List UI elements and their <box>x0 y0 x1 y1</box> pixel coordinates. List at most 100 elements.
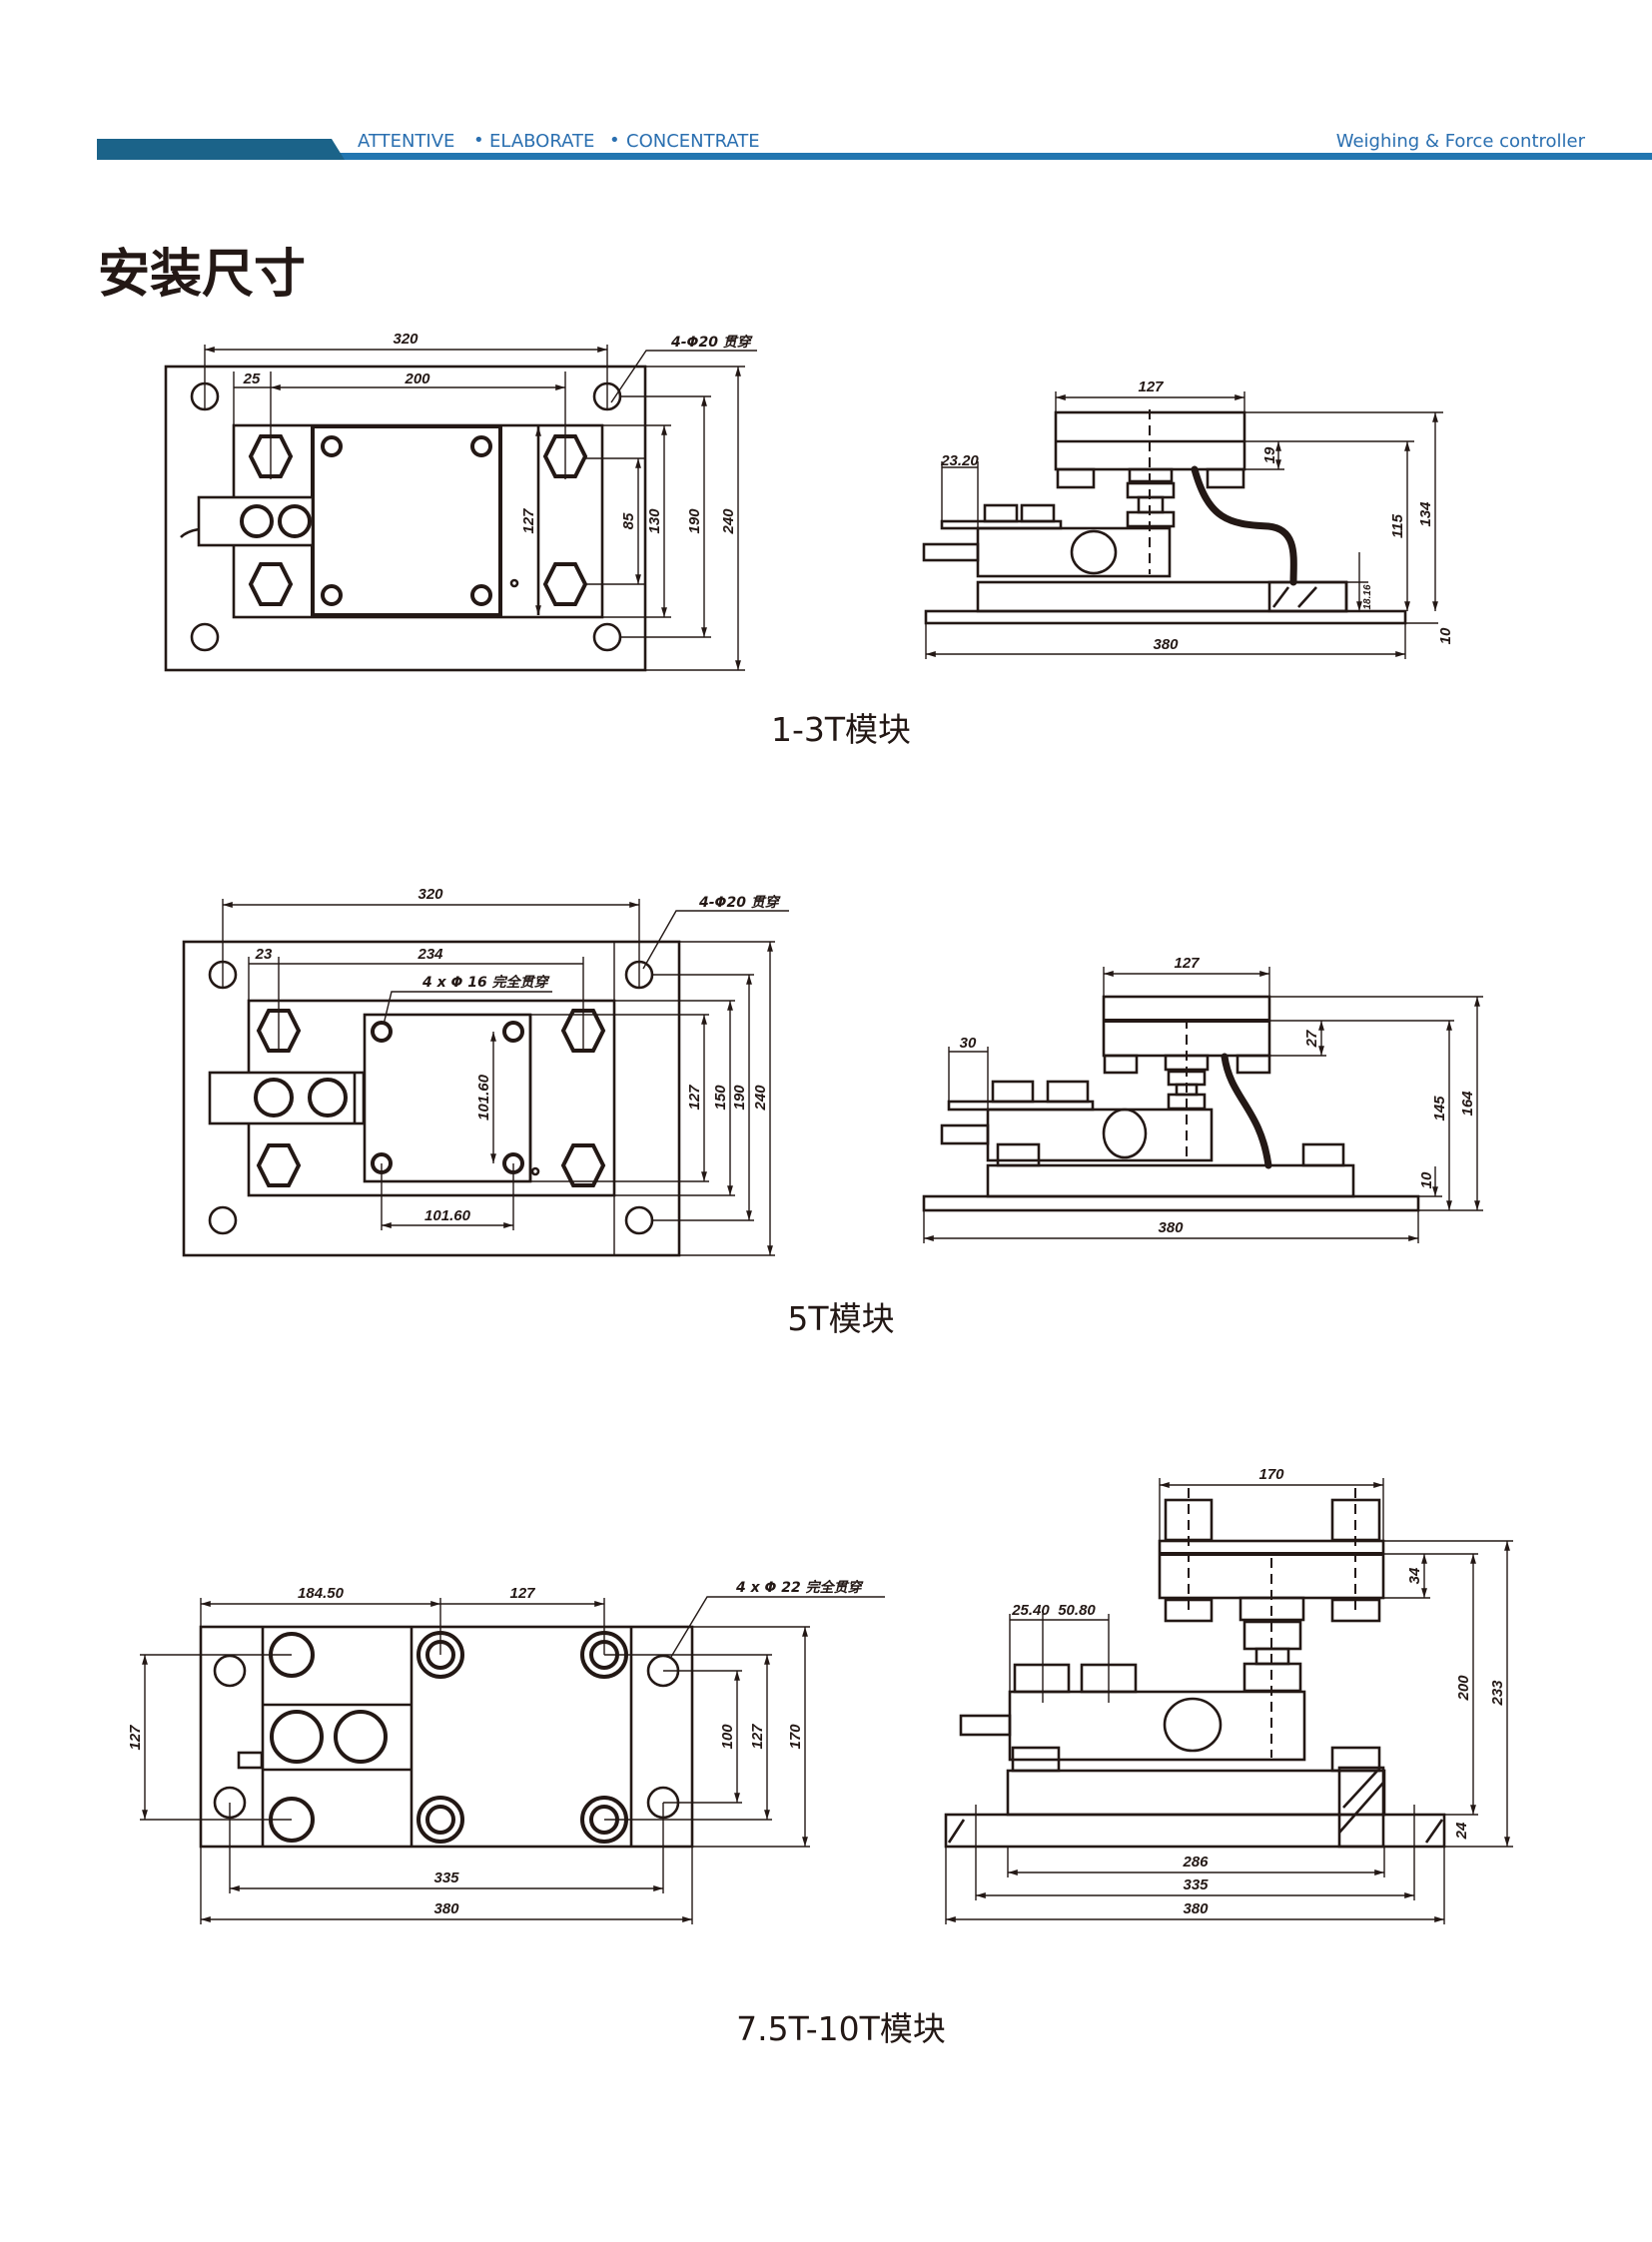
dim-127-left: 127 <box>127 1725 144 1751</box>
dim-335: 335 <box>1183 1876 1209 1893</box>
page-title: 安装尺寸 <box>98 245 306 305</box>
cable-icon <box>180 527 200 538</box>
base-flange <box>944 1813 1446 1849</box>
cable-connector <box>959 1714 1012 1737</box>
dim-380: 380 <box>1183 1900 1209 1917</box>
brand-text: Weighing & Force controller <box>1336 131 1586 152</box>
hex-bolts <box>269 1632 315 1843</box>
dim-320: 320 <box>417 886 443 903</box>
dim-145: 145 <box>1431 1096 1448 1121</box>
cable <box>1191 465 1297 586</box>
dim-127: 127 <box>1174 955 1200 972</box>
dim-34: 34 <box>1406 1567 1423 1584</box>
dim-320: 320 <box>393 331 418 348</box>
dim-164: 164 <box>1459 1091 1476 1117</box>
bolt-head <box>278 504 312 538</box>
plate-holes <box>321 435 492 606</box>
lower-block <box>1006 1769 1386 1817</box>
dim-380: 380 <box>433 1900 459 1917</box>
module-3-caption: 7.5T-10T模块 <box>736 2009 946 2048</box>
dim-25: 25 <box>243 371 261 387</box>
dim-335: 335 <box>433 1869 459 1886</box>
hole-note: 4-Φ20 贯穿 <box>670 334 753 351</box>
dim-10: 10 <box>1437 627 1454 644</box>
dim-25-40: 25.40 <box>1011 1602 1050 1619</box>
dim-184-50: 184.50 <box>298 1585 345 1602</box>
load-cell-beam <box>1008 1690 1306 1762</box>
dim-127: 127 <box>520 508 537 534</box>
dim-190: 190 <box>686 508 703 534</box>
inner-hole-note: 4 x Φ 16 完全贯穿 <box>421 974 550 991</box>
dim-127: 127 <box>686 1085 703 1111</box>
cable-connector <box>237 1751 264 1770</box>
dim-127-right: 127 <box>749 1724 766 1750</box>
beam-hole <box>1163 1697 1223 1753</box>
cable-connector <box>922 542 980 562</box>
module-2-caption: 5T模块 <box>787 1299 894 1338</box>
bolt-head <box>270 1710 324 1764</box>
dim-50-80: 50.80 <box>1058 1602 1096 1619</box>
module-2-side-view: 127 30 27 145 164 10 380 <box>922 955 1483 1243</box>
dim-380: 380 <box>1158 1219 1184 1236</box>
hatched-section <box>1337 1766 1385 1849</box>
cable-connector <box>940 1123 990 1145</box>
dim-130: 130 <box>646 508 663 534</box>
tagline-sep-2: • <box>609 130 620 151</box>
lower-block <box>986 1163 1355 1198</box>
dim-18-16: 18.16 <box>1362 584 1373 609</box>
header-band <box>97 153 1652 160</box>
module-3-top-view: 184.50 127 4 x Φ 22 完全贯穿 127 100 127 170… <box>127 1579 885 1924</box>
tagline-2: ELABORATE <box>489 131 594 152</box>
top-plate <box>311 424 502 617</box>
cable-block <box>208 1071 366 1125</box>
tagline-3: CONCENTRATE <box>626 131 760 152</box>
dim-101-60-vertical: 101.60 <box>475 1074 492 1121</box>
plate-holes <box>371 1021 524 1174</box>
dim-19: 19 <box>1261 446 1278 463</box>
bolt-head <box>308 1078 348 1118</box>
dim-30: 30 <box>960 1035 977 1052</box>
tagline-1: ATTENTIVE <box>358 131 454 152</box>
dim-200: 200 <box>1455 1675 1472 1702</box>
hole-note: 4-Φ20 贯穿 <box>698 894 781 911</box>
dim-115: 115 <box>1389 513 1406 538</box>
dim-101-60-horizontal: 101.60 <box>424 1207 471 1224</box>
dim-127: 127 <box>1138 378 1164 395</box>
dim-233: 233 <box>1489 1680 1506 1707</box>
bolt-head <box>334 1710 388 1764</box>
base-plate <box>922 1194 1420 1212</box>
load-cell-beam <box>976 526 1172 578</box>
dim-234: 234 <box>416 946 443 963</box>
mount-holes <box>213 1654 680 1820</box>
dim-240: 240 <box>720 508 737 535</box>
module-1-caption: 1-3T模块 <box>771 710 911 749</box>
beam-hole <box>1102 1108 1148 1159</box>
dim-85: 85 <box>620 512 637 529</box>
module-1-top-view: 320 25 200 4-Φ20 贯穿 127 85 130 190 240 <box>164 331 757 672</box>
dim-240: 240 <box>752 1085 769 1112</box>
module-3-side-view: 170 25.40 50.80 34 200 233 24 286 335 38… <box>944 1466 1513 1924</box>
dim-150: 150 <box>712 1085 729 1111</box>
base-plate <box>164 365 647 672</box>
load-cell-beam <box>986 1108 1214 1162</box>
beam-hole <box>1070 529 1118 575</box>
base-plate <box>182 940 681 1257</box>
dim-100: 100 <box>719 1724 736 1750</box>
dim-190: 190 <box>731 1085 748 1111</box>
dim-200: 200 <box>404 371 430 387</box>
base-plate <box>199 1625 694 1849</box>
base-plate <box>924 609 1407 625</box>
lower-block <box>976 580 1348 613</box>
module-1-side-view: 127 23.20 19 115 134 18.16 10 380 <box>922 378 1454 659</box>
top-plate <box>1158 1539 1385 1600</box>
dim-134: 134 <box>1417 501 1434 527</box>
dim-23-20: 23.20 <box>940 452 979 469</box>
hole-note: 4 x Φ 22 完全贯穿 <box>735 1579 864 1596</box>
dim-170: 170 <box>787 1724 804 1750</box>
module-2-top-view: 320 23 234 4 x Φ 16 完全贯穿 4-Φ20 贯穿 101.60… <box>182 886 789 1257</box>
bolt-head <box>240 504 274 538</box>
bolt-head <box>254 1078 294 1118</box>
dim-380: 380 <box>1153 636 1179 653</box>
tagline-sep-1: • <box>473 130 484 151</box>
